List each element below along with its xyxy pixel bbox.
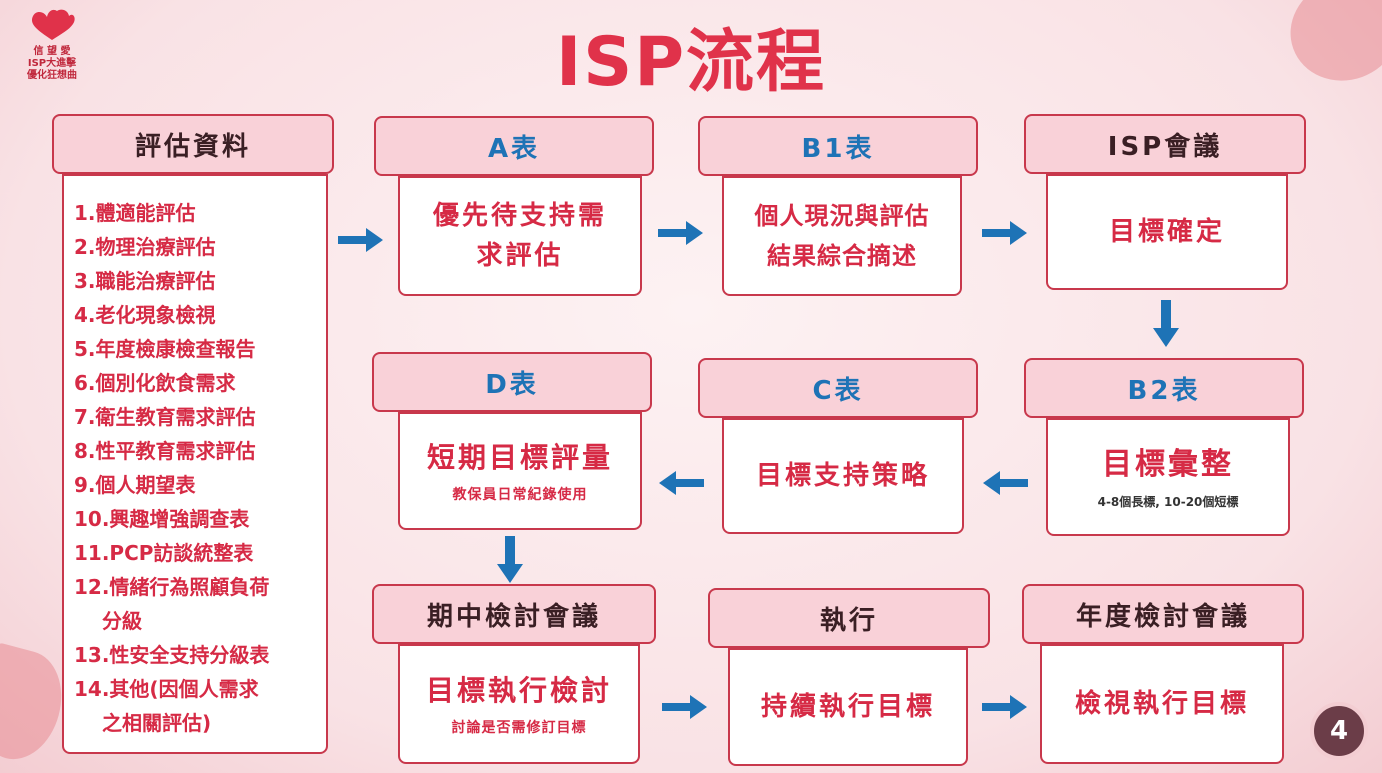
assessment-list-item: 之相關評估): [102, 711, 212, 735]
logo: 信 望 愛 ISP大進擊 優化狂想曲: [8, 8, 96, 82]
execution-line-1: 持續執行目標: [760, 692, 935, 722]
assessment-list-item: 6.個別化飲食需求: [74, 371, 236, 395]
c-table-header: C表: [698, 358, 978, 418]
logo-line-2: ISP大進擊: [27, 58, 77, 69]
isp-meeting-body: 目標確定: [1046, 174, 1288, 290]
assessment-list-item: 8.性平教育需求評估: [74, 439, 256, 463]
assessment-list-item: 13.性安全支持分級表: [74, 643, 270, 667]
assessment-list-item: 12.情緒行為照顧負荷: [74, 575, 270, 599]
assessment-list-item: 3.職能治療評估: [74, 269, 216, 293]
hearts-logo-icon: [31, 9, 75, 40]
execution-header-label: 執行: [819, 605, 878, 636]
b2-table-note: 4-8個長標, 10-20個短標: [1097, 494, 1239, 509]
arrow-right-icon: [982, 221, 1027, 245]
a-table-line-2: 求評估: [476, 241, 564, 271]
arrow-right-icon: [662, 695, 707, 719]
a-table-line-1: 優先待支持需: [432, 201, 607, 231]
annual-review-line-1: 檢視執行目標: [1074, 689, 1249, 719]
annual-review-body: 檢視執行目標: [1040, 644, 1284, 764]
b2-table-body: 目標彙整 4-8個長標, 10-20個短標: [1046, 418, 1290, 536]
midterm-review-note: 討論是否需修訂目標: [451, 720, 587, 736]
a-table-body: 優先待支持需 求評估: [398, 176, 642, 296]
b1-table-line-2: 結果綜合摘述: [767, 242, 917, 270]
arrow-left-icon: [659, 471, 704, 495]
assessment-list-item: 11.PCP訪談統整表: [74, 541, 254, 565]
b1-table-body: 個人現況與評估 結果綜合摘述: [722, 176, 962, 296]
arrow-right-icon: [982, 695, 1027, 719]
d-table-note: 教保員日常紀錄使用: [452, 487, 588, 503]
assessment-list-item: 4.老化現象檢視: [74, 303, 216, 327]
a-table-header: A表: [374, 116, 654, 176]
assessment-list-item: 分級: [102, 609, 142, 633]
isp-meeting-header: ISP會議: [1024, 114, 1306, 174]
arrow-left-icon: [983, 471, 1028, 495]
isp-meeting-line-1: 目標確定: [1108, 217, 1225, 247]
b2-table-header-label: B2表: [1127, 375, 1201, 406]
arrow-down-icon: [497, 536, 523, 583]
a-table-header-label: A表: [487, 133, 541, 164]
midterm-review-body: 目標執行檢討 討論是否需修訂目標: [398, 644, 640, 764]
arrow-right-icon: [658, 221, 703, 245]
d-table-body: 短期目標評量 教保員日常紀錄使用: [398, 412, 642, 530]
arrow-down-icon: [1153, 300, 1179, 347]
execution-header: 執行: [708, 588, 990, 648]
b1-table-header: B1表: [698, 116, 978, 176]
midterm-review-line-1: 目標執行檢討: [425, 674, 612, 707]
b2-table-header: B2表: [1024, 358, 1304, 418]
c-table-header-label: C表: [812, 375, 864, 406]
b2-table-line-1: 目標彙整: [1102, 446, 1234, 482]
logo-line-3: 優化狂想曲: [27, 70, 77, 81]
assessment-list: 1.體適能評估 2.物理治療評估 3.職能治療評估 4.老化現象檢視 5.年度檢康檢查報…: [62, 174, 328, 754]
assessment-header: 評估資料: [52, 114, 334, 174]
midterm-review-header: 期中檢討會議: [372, 584, 656, 644]
assessment-header-label: 評估資料: [134, 131, 251, 162]
page-title: ISP流程: [555, 23, 827, 102]
b1-table-line-1: 個人現況與評估: [754, 202, 930, 230]
b1-table-header-label: B1表: [801, 133, 875, 164]
assessment-list-item: 14.其他(因個人需求: [74, 677, 259, 701]
d-table-header-label: D表: [485, 369, 539, 400]
assessment-list-item: 5.年度檢康檢查報告: [74, 337, 256, 361]
c-table-body: 目標支持策略: [722, 418, 964, 534]
c-table-line-1: 目標支持策略: [755, 461, 930, 491]
d-table-header: D表: [372, 352, 652, 412]
midterm-review-header-label: 期中檢討會議: [426, 601, 601, 632]
execution-body: 持續執行目標: [728, 648, 968, 766]
assessment-list-item: 1.體適能評估: [74, 201, 196, 225]
assessment-list-item: 2.物理治療評估: [74, 235, 216, 259]
annual-review-header: 年度檢討會議: [1022, 584, 1304, 644]
isp-meeting-header-label: ISP會議: [1107, 131, 1223, 162]
assessment-list-item: 9.個人期望表: [74, 473, 196, 497]
annual-review-header-label: 年度檢討會議: [1075, 601, 1250, 632]
d-table-line-1: 短期目標評量: [426, 441, 613, 474]
page-number: 4: [1310, 702, 1368, 760]
assessment-list-item: 7.衛生教育需求評估: [74, 405, 256, 429]
logo-line-1: 信 望 愛: [33, 46, 71, 57]
assessment-list-item: 10.興趣增強調查表: [74, 507, 250, 531]
arrow-right-icon: [338, 228, 383, 252]
